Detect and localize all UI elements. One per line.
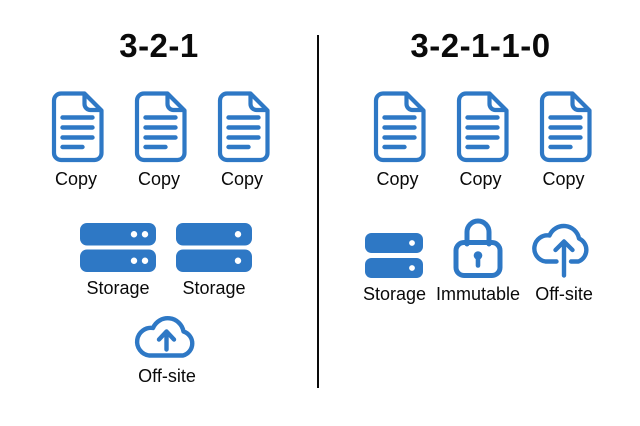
copy-item: Copy — [452, 90, 510, 190]
right-copies-row: Copy Copy Copy — [369, 90, 593, 190]
copy-item: Copy — [535, 90, 593, 190]
server-stack-icon — [80, 223, 156, 272]
offsite-label: Off-site — [535, 283, 593, 304]
document-icon — [535, 90, 593, 163]
cloud-upload-icon — [132, 312, 202, 360]
document-icon — [213, 90, 271, 163]
document-icon — [47, 90, 105, 163]
storage-item: Storage — [80, 223, 156, 299]
document-icon — [130, 90, 188, 163]
document-icon — [369, 90, 427, 163]
immutable-item: Immutable — [436, 214, 520, 305]
left-offsite-row: Off-site — [132, 312, 202, 387]
immutable-label: Immutable — [436, 283, 521, 304]
left-copies-row: Copy Copy Copy — [47, 90, 271, 190]
storage-item: Storage — [363, 233, 426, 305]
cloud-upload-arrow-icon — [530, 220, 598, 278]
storage-label: Storage — [182, 277, 246, 298]
server-stack-icon — [176, 223, 252, 272]
left-panel-title: 3-2-1 — [119, 27, 199, 64]
storage-label: Storage — [362, 283, 426, 304]
vertical-divider — [317, 35, 319, 388]
offsite-item: Off-site — [132, 312, 202, 387]
offsite-label: Off-site — [138, 366, 196, 387]
storage-item: Storage — [176, 223, 252, 299]
copy-item: Copy — [369, 90, 427, 190]
copy-item: Copy — [47, 90, 105, 190]
copy-item: Copy — [130, 90, 188, 190]
offsite-item: Off-site — [530, 220, 598, 305]
right-panel-3-2-1-1-0: 3-2-1-1-0 Copy Copy Copy Storage Im — [321, 0, 640, 304]
right-bottom-row: Storage Immutable Off-site — [363, 214, 598, 305]
copy-item: Copy — [213, 90, 271, 190]
copy-label: Copy — [54, 168, 98, 189]
right-panel-title: 3-2-1-1-0 — [410, 27, 551, 64]
copy-label: Copy — [137, 168, 181, 189]
document-icon — [452, 90, 510, 163]
left-panel-3-2-1: 3-2-1 Copy Copy Copy Storage Storag — [0, 0, 318, 387]
server-stack-icon — [365, 233, 423, 278]
copy-label: Copy — [220, 168, 264, 189]
copy-label: Copy — [459, 168, 502, 189]
copy-label: Copy — [542, 168, 585, 189]
padlock-icon — [453, 214, 503, 278]
copy-label: Copy — [376, 168, 419, 189]
storage-label: Storage — [86, 277, 150, 298]
left-storage-row: Storage Storage — [80, 223, 252, 299]
